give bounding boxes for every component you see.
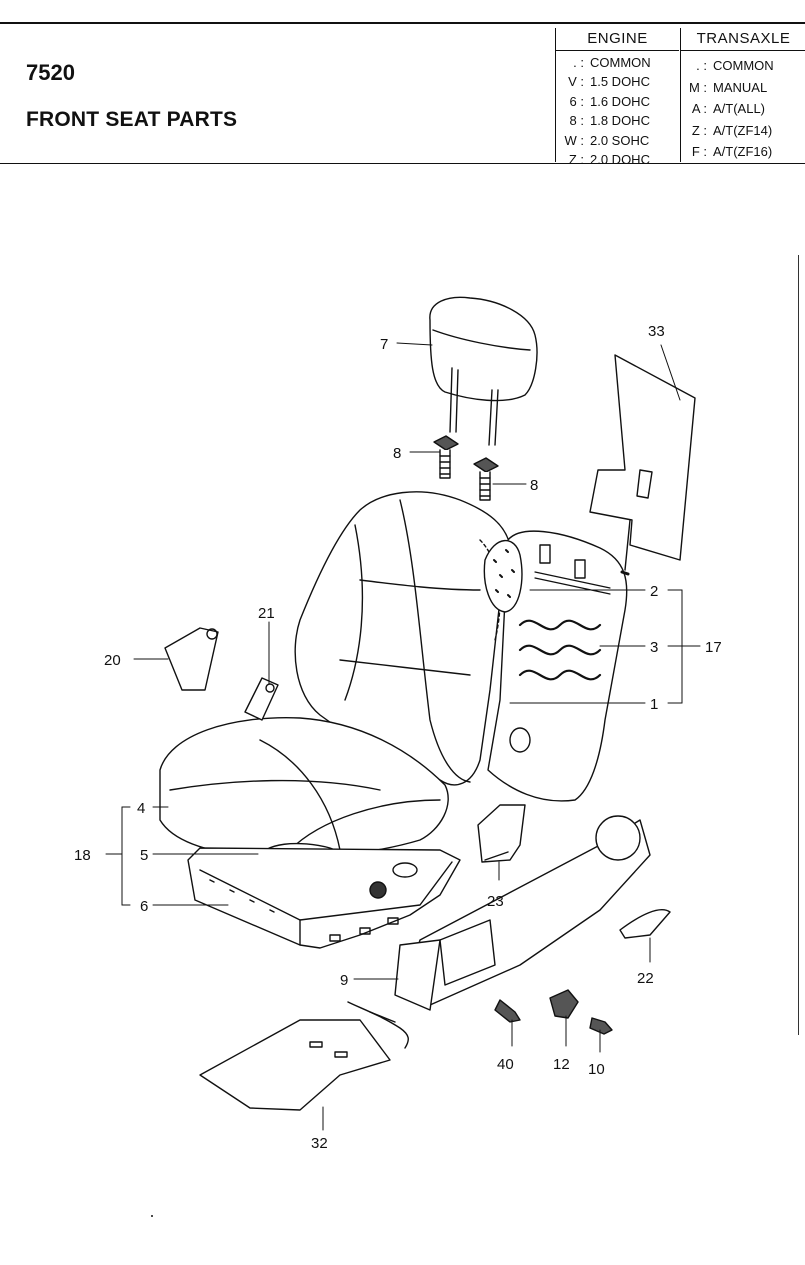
- callout-5: 5: [140, 847, 148, 864]
- engine-row: . :COMMON: [573, 55, 651, 70]
- speck: [151, 1215, 153, 1217]
- headrest-part: [429, 296, 538, 446]
- callout-1: 1: [650, 696, 658, 713]
- engine-row: W :2.0 SOHC: [564, 132, 650, 148]
- back-board-panel: [589, 354, 696, 576]
- callout-8-left: 8: [393, 445, 401, 462]
- engine-row: Z :2.0 DOHC: [568, 151, 650, 167]
- cushion-frame: [187, 847, 461, 949]
- callout-7: 7: [380, 336, 388, 353]
- transaxle-table: TRANSAXLE . :COMMON M :MANUAL A :A/T(ALL…: [680, 28, 805, 162]
- transaxle-heading: TRANSAXLE: [681, 28, 805, 51]
- engine-row: V :1.5 DOHC: [568, 74, 650, 90]
- engine-row: 8 :1.8 DOHC: [569, 113, 650, 129]
- seat-mat: [199, 1019, 391, 1111]
- callout-4: 4: [137, 800, 145, 817]
- side-shield: [394, 815, 651, 1011]
- header-block: 7520 FRONT SEAT PARTS ENGINE . :COMMON V…: [0, 22, 805, 167]
- engine-heading: ENGINE: [556, 28, 679, 51]
- engine-row: 6 :1.6 DOHC: [569, 93, 650, 109]
- callout-6: 6: [140, 898, 148, 915]
- lever-handle: [619, 909, 671, 939]
- transaxle-row: . :COMMON: [696, 58, 774, 73]
- callout-3: 3: [650, 639, 658, 656]
- recliner-cover: [164, 627, 219, 691]
- headrest-guide-right: [473, 457, 499, 501]
- engine-table: ENGINE . :COMMON V :1.5 DOHC 6 :1.6 DOHC…: [555, 28, 679, 167]
- callout-20: 20: [104, 652, 121, 669]
- page-title: FRONT SEAT PARTS: [26, 108, 238, 131]
- headrest-guide-left: [433, 435, 459, 479]
- transaxle-row: M :MANUAL: [688, 79, 768, 95]
- callout-9: 9: [340, 972, 348, 989]
- callout-2: 2: [650, 583, 658, 600]
- callout-23: 23: [487, 893, 504, 910]
- recliner-knob: [244, 677, 279, 721]
- callout-10: 10: [588, 1061, 605, 1078]
- catalog-code: 7520: [26, 60, 75, 85]
- transaxle-row: F :A/T(ZF16): [691, 144, 773, 159]
- callout-22: 22: [637, 970, 654, 987]
- callout-17: 17: [705, 639, 722, 656]
- callout-33: 33: [648, 323, 665, 340]
- bolt-10: [589, 1017, 613, 1035]
- transaxle-row: A :A/T(ALL): [691, 101, 766, 116]
- callout-12: 12: [553, 1056, 570, 1073]
- callout-32: 32: [311, 1135, 328, 1152]
- leader-lines: [105, 342, 701, 1131]
- page-edge-line: [798, 255, 799, 1035]
- callout-8-right: 8: [530, 477, 538, 494]
- transaxle-row: Z :A/T(ZF14): [691, 122, 773, 138]
- seat-back-frame: [487, 530, 628, 802]
- callout-18: 18: [74, 847, 91, 864]
- bracket-12: [549, 989, 579, 1019]
- callout-40: 40: [497, 1056, 514, 1073]
- wire-harness: [347, 1001, 409, 1049]
- back-pad: [483, 539, 523, 613]
- bolt-40: [494, 999, 521, 1023]
- callout-21: 21: [258, 605, 275, 622]
- slide-bracket: [477, 804, 526, 863]
